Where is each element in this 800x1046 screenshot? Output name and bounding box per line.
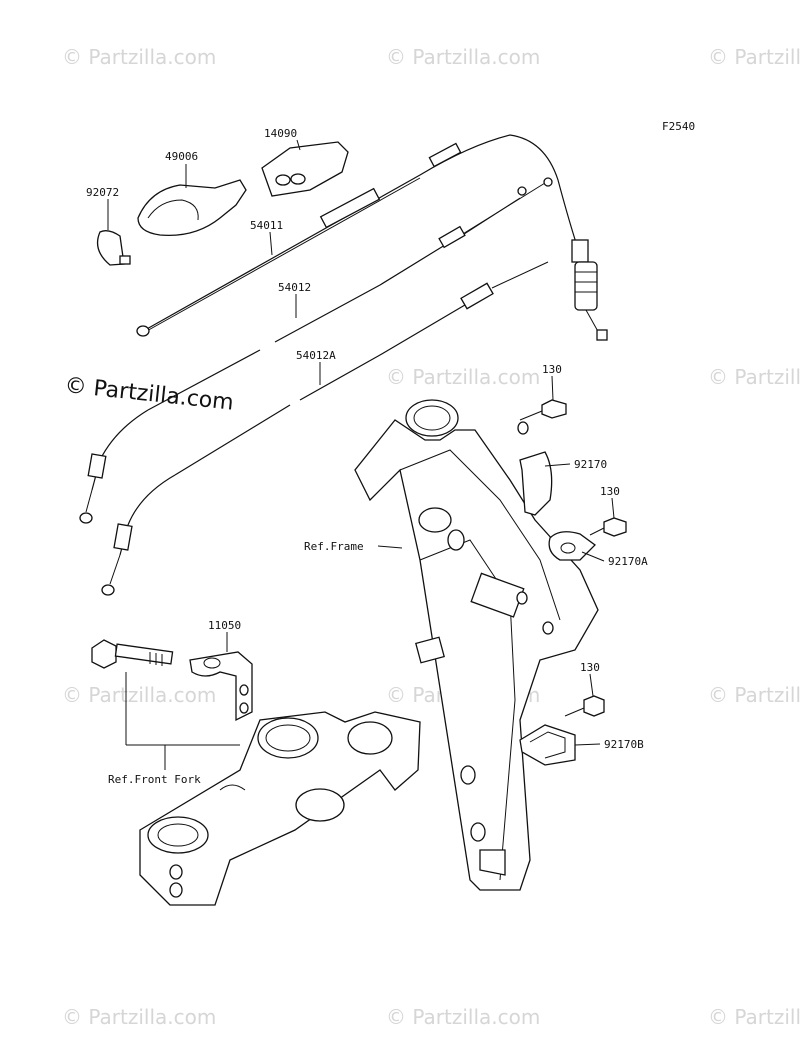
watermarks: © Partzilla.com © Partzilla.com © Partzi… [62,45,800,1029]
band-92072 [96,230,131,266]
bracket-11050 [189,651,253,722]
frame [354,399,599,891]
cable-nipple [136,325,150,337]
label-49006: 49006 [165,150,198,163]
steering-head-top [405,399,459,437]
label-130-lower: 130 [580,661,600,674]
part-labels: 14090 49006 92072 54011 54012 54012A 130… [86,127,648,786]
label-11050: 11050 [208,619,241,632]
bracket-92170 [519,451,553,516]
bolt-130-lower [564,695,605,717]
label-130-upper: 130 [542,363,562,376]
label-54011: 54011 [250,219,283,232]
cable-adjuster-upper [428,142,462,168]
label-130-middle: 130 [600,485,620,498]
label-92170: 92170 [574,458,607,471]
bolt-130-middle [589,517,627,537]
label-ref-frame: Ref.Frame [304,540,364,553]
watermark: © Partzilla.com [386,1005,540,1029]
watermark: © Partzilla.com [386,45,540,69]
cable-boot [574,261,598,311]
watermark: © Partzilla.com [708,1005,800,1029]
cover-14090 [261,141,349,197]
watermark: © Partzilla.com [708,365,800,389]
bracket-92170B [519,724,576,766]
cable-end-housing [571,239,589,263]
label-ref-front-fork: Ref.Front Fork [108,773,201,786]
watermark: © Partzilla.com [62,45,216,69]
bolt-front-fork [91,639,174,669]
leader-lines [107,139,615,770]
cable-adjuster [319,187,381,229]
front-fork-clamp [139,711,421,906]
clutch-cable-bend [509,134,581,256]
bracket-92170A [548,531,596,561]
throttle-cable-1 [274,244,446,343]
label-14090: 14090 [264,127,297,140]
cables [79,134,608,596]
label-92072: 92072 [86,186,119,199]
clutch-cable [144,134,511,331]
label-54012A: 54012A [296,349,336,362]
watermark: © Partzilla.com [708,45,800,69]
boot-49006 [137,179,247,237]
bolt-130-upper [517,399,567,435]
watermark: © Partzilla.com [386,365,540,389]
throttle-cable-2 [299,301,471,401]
figure-code: F2540 [662,120,695,133]
watermark: © Partzilla.com [62,1005,216,1029]
watermark: © Partzilla.com [708,683,800,707]
watermark: © Partzilla.com [62,683,216,707]
label-92170B: 92170B [604,738,644,751]
label-54012: 54012 [278,281,311,294]
label-92170A: 92170A [608,555,648,568]
cable-end [596,329,608,341]
